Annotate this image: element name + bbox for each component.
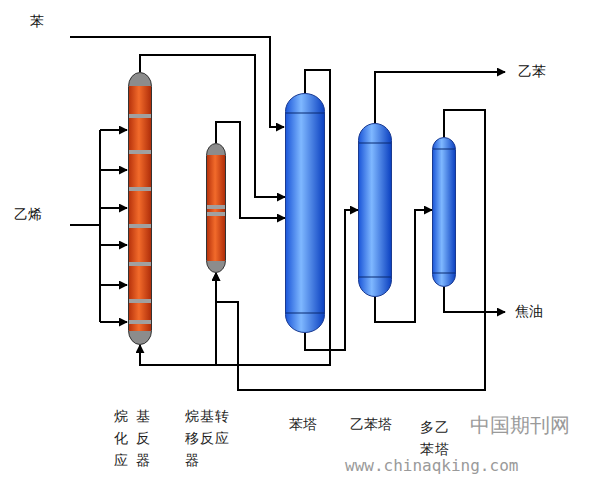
distillation-column: 苯塔 — [285, 93, 325, 333]
reactor-vessel: 烷基转移反应器 — [206, 143, 226, 273]
ethylene-branch — [100, 244, 127, 246]
watermark: 中国期刊网 — [470, 412, 570, 439]
tar-product-line — [444, 287, 505, 312]
process-stream — [216, 70, 330, 365]
vessel-head — [207, 144, 226, 273]
vessel-shape — [206, 143, 226, 273]
ethylene-feed-line — [70, 130, 100, 322]
vessel-shape — [128, 72, 152, 345]
head-seam — [433, 273, 455, 274]
head-seam — [359, 143, 391, 144]
vessel-body — [207, 155, 225, 261]
catalyst-bed-band — [129, 187, 151, 191]
vessel-head — [129, 73, 152, 345]
equipment-name: 苯塔 — [289, 413, 317, 435]
column-shell — [359, 124, 392, 297]
head-seam — [433, 149, 455, 150]
equipment-name: 乙苯塔 — [350, 413, 392, 435]
product-name: 乙苯 — [518, 63, 546, 81]
vessel-shape — [358, 123, 392, 297]
equipment-name: 烷基转移反应器 — [185, 405, 233, 471]
catalyst-bed-band — [129, 299, 151, 303]
column-shell — [286, 94, 325, 333]
catalyst-bed-band — [207, 212, 225, 216]
vessel-shape — [285, 93, 325, 333]
equipment-name: 多乙苯塔 — [420, 416, 452, 460]
feed-name: 乙烯 — [14, 206, 42, 224]
head-seam — [286, 313, 324, 314]
catalyst-bed-band — [129, 224, 151, 228]
product-name: 焦油 — [515, 303, 543, 321]
column-shell — [433, 138, 456, 287]
process-stream — [216, 122, 285, 218]
catalyst-bed-band — [129, 114, 151, 118]
ethylene-branch — [100, 321, 127, 323]
ethylene-branch — [100, 284, 127, 286]
equipment-name: 烷基化反应器 — [114, 405, 168, 471]
ethylene-branch — [100, 207, 127, 209]
catalyst-bed-band — [129, 262, 151, 266]
benzene-feed-line — [70, 37, 284, 127]
process-stream — [140, 70, 330, 365]
watermark: www.chinaqking.com — [345, 456, 518, 475]
distillation-column: 乙苯塔 — [358, 123, 392, 297]
distillation-column: 多乙苯塔 — [432, 137, 456, 287]
ethylene-branch — [100, 169, 127, 171]
reactor-vessel: 烷基化反应器 — [128, 72, 152, 345]
feed-name: 苯 — [30, 13, 44, 31]
catalyst-bed-band — [129, 320, 151, 324]
head-seam — [286, 113, 324, 114]
vessel-body — [129, 86, 151, 331]
catalyst-bed-band — [129, 150, 151, 154]
catalyst-bed-band — [207, 205, 225, 209]
ethylene-branch — [100, 129, 127, 131]
head-seam — [359, 277, 391, 278]
vessel-shape — [432, 137, 456, 287]
process-stream — [216, 110, 485, 390]
